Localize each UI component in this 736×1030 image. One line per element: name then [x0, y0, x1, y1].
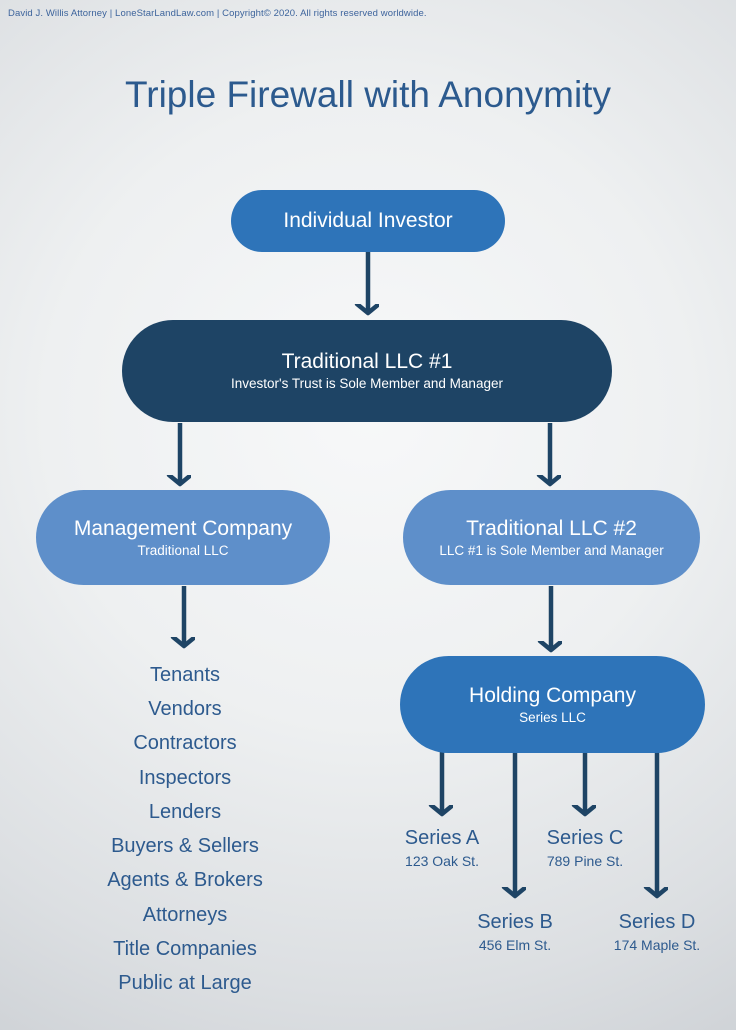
list-item: Title Companies — [113, 938, 257, 961]
node-title: Management Company — [73, 516, 293, 540]
list-item: Buyers & Sellers — [111, 835, 259, 858]
list-item: Contractors — [133, 732, 237, 755]
series-name: Series A — [404, 827, 480, 849]
series-c-label: Series C 789 Pine St. — [505, 827, 665, 871]
series-name: Series B — [477, 911, 553, 933]
page-title: Triple Firewall with Anonymity — [125, 74, 611, 115]
list-item: Inspectors — [138, 766, 232, 789]
series-d-label: Series D 174 Maple St. — [577, 911, 736, 955]
list-item: Tenants — [149, 663, 221, 686]
list-item: Attorneys — [142, 903, 228, 926]
credit-line: David J. Willis Attorney | LoneStarLandL… — [8, 8, 427, 19]
node-individual-investor: Individual Investor — [231, 190, 505, 252]
node-title: Traditional LLC #1 — [281, 350, 453, 374]
list-item: Public at Large — [118, 972, 252, 995]
node-management-company: Management Company Traditional LLC — [36, 490, 330, 585]
node-title: Traditional LLC #2 — [466, 516, 637, 540]
list-item: Agents & Brokers — [107, 869, 263, 892]
series-name: Series D — [618, 911, 696, 933]
node-subtitle: Series LLC — [519, 709, 586, 725]
downstream-parties-list: Tenants Vendors Contractors Inspectors L… — [33, 658, 337, 1001]
series-address: 123 Oak St. — [405, 853, 479, 869]
node-subtitle: Investor's Trust is Sole Member and Mana… — [231, 376, 503, 392]
node-title: Holding Company — [469, 683, 636, 707]
series-a-label: Series A 123 Oak St. — [362, 827, 522, 871]
node-subtitle: LLC #1 is Sole Member and Manager — [439, 542, 664, 558]
node-subtitle: Traditional LLC — [137, 542, 229, 558]
node-holding-company: Holding Company Series LLC — [400, 656, 705, 753]
series-address: 174 Maple St. — [613, 937, 701, 953]
series-address: 789 Pine St. — [546, 853, 624, 869]
series-name: Series C — [546, 827, 624, 849]
node-traditional-llc-1: Traditional LLC #1 Investor's Trust is S… — [122, 320, 612, 422]
node-traditional-llc-2: Traditional LLC #2 LLC #1 is Sole Member… — [403, 490, 700, 585]
series-b-label: Series B 456 Elm St. — [435, 911, 595, 955]
node-title: Individual Investor — [283, 208, 453, 232]
list-item: Lenders — [148, 800, 222, 823]
series-address: 456 Elm St. — [478, 937, 552, 953]
list-item: Vendors — [148, 697, 222, 720]
